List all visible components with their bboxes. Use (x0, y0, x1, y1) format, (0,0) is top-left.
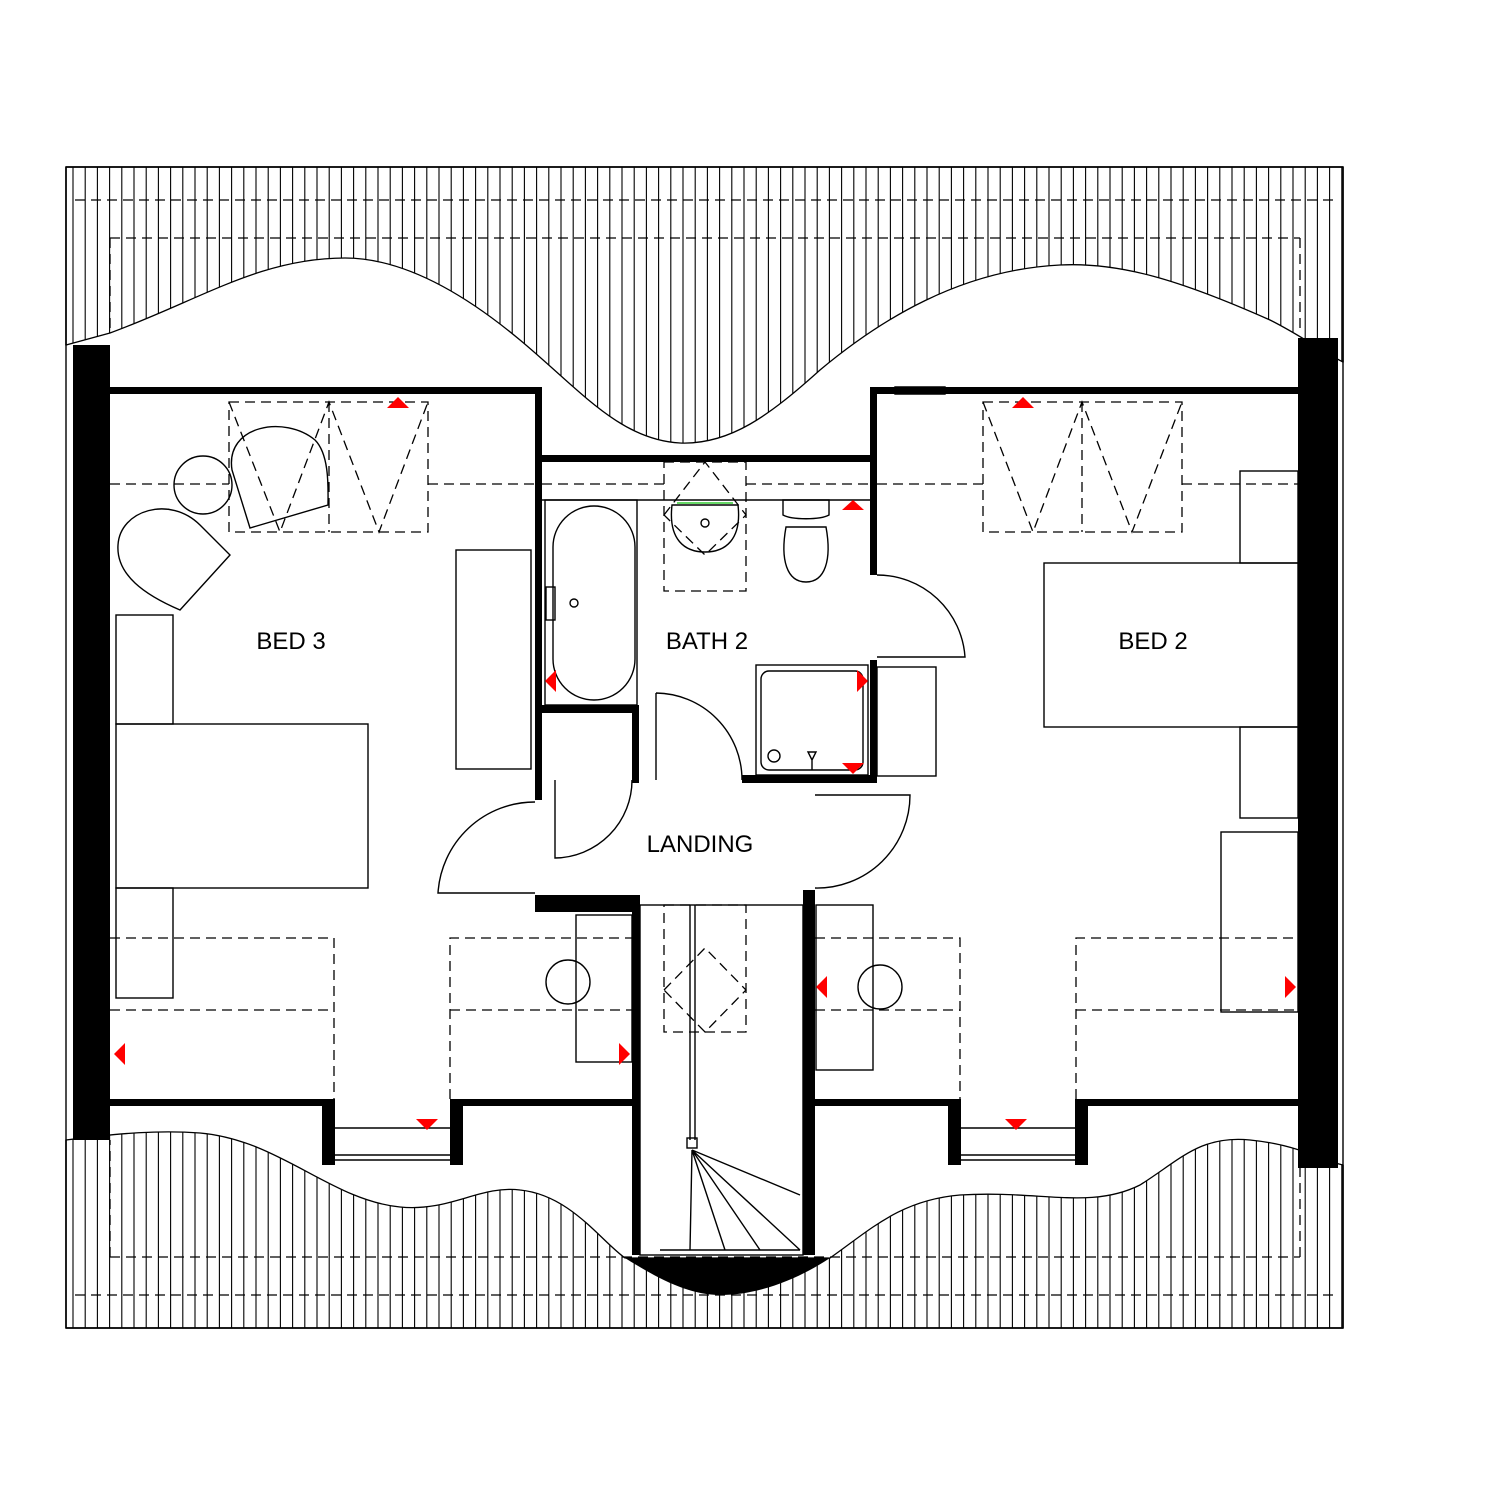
room-label-bath2: BATH 2 (666, 628, 748, 655)
double-bed (115, 723, 369, 889)
roof-outline (65, 166, 1344, 1329)
toilet-bowl (783, 526, 829, 583)
wash-basin (670, 504, 740, 553)
arrow-up-icon (387, 397, 409, 408)
arrow-right-icon (619, 1043, 630, 1065)
desk (575, 914, 633, 1063)
chest-of-drawers (1220, 831, 1299, 1013)
arrow-down-icon (416, 1119, 438, 1130)
bath2-fixtures (544, 460, 869, 776)
arrow-down-icon (1005, 1119, 1027, 1130)
roof-top-hatching (72, 167, 1343, 444)
roof-boundary (65, 1131, 1344, 1329)
doors (437, 574, 966, 894)
arrow-right-icon (1285, 976, 1296, 998)
arrow-left-icon (114, 1043, 125, 1065)
eaves-lines (75, 199, 1335, 1296)
red-arrow-markers (114, 397, 1296, 1130)
chest-of-drawers (455, 549, 532, 770)
walls (73, 338, 1338, 1255)
bedside-table (1239, 470, 1299, 564)
arrow-right-icon (857, 670, 868, 692)
desk-chair (545, 959, 591, 1005)
arrow-left-icon (545, 670, 556, 692)
bedside-table (115, 614, 174, 725)
arrow-up-icon (842, 500, 864, 510)
room-label-bed3: BED 3 (256, 628, 325, 655)
bath-tub (544, 499, 638, 706)
double-bed (1043, 562, 1299, 728)
bath-basin (552, 505, 636, 701)
arrow-up-icon (1012, 397, 1034, 408)
arrow-left-icon (816, 976, 827, 998)
bed3-furniture (110, 400, 633, 1099)
armchair (230, 425, 329, 529)
bedside-table (115, 887, 174, 999)
room-label-landing: LANDING (647, 831, 754, 858)
desk-chair (857, 964, 903, 1010)
room-label-bed2: BED 2 (1118, 628, 1187, 655)
staircase (639, 904, 804, 1256)
chimney-breast (625, 1258, 830, 1295)
cabinet (876, 666, 937, 777)
arrow-down-icon (842, 763, 864, 774)
roof-edges (65, 166, 1344, 1329)
side-table (173, 455, 233, 515)
desk (815, 904, 874, 1071)
bedside-table (1239, 726, 1299, 819)
shower-tray (755, 664, 869, 776)
toilet-cistern (782, 499, 830, 520)
roof-bottom-hatching (72, 1131, 1343, 1328)
armchair (117, 508, 231, 611)
roof-boundary (65, 166, 1344, 444)
bed2-furniture (110, 400, 1299, 1099)
